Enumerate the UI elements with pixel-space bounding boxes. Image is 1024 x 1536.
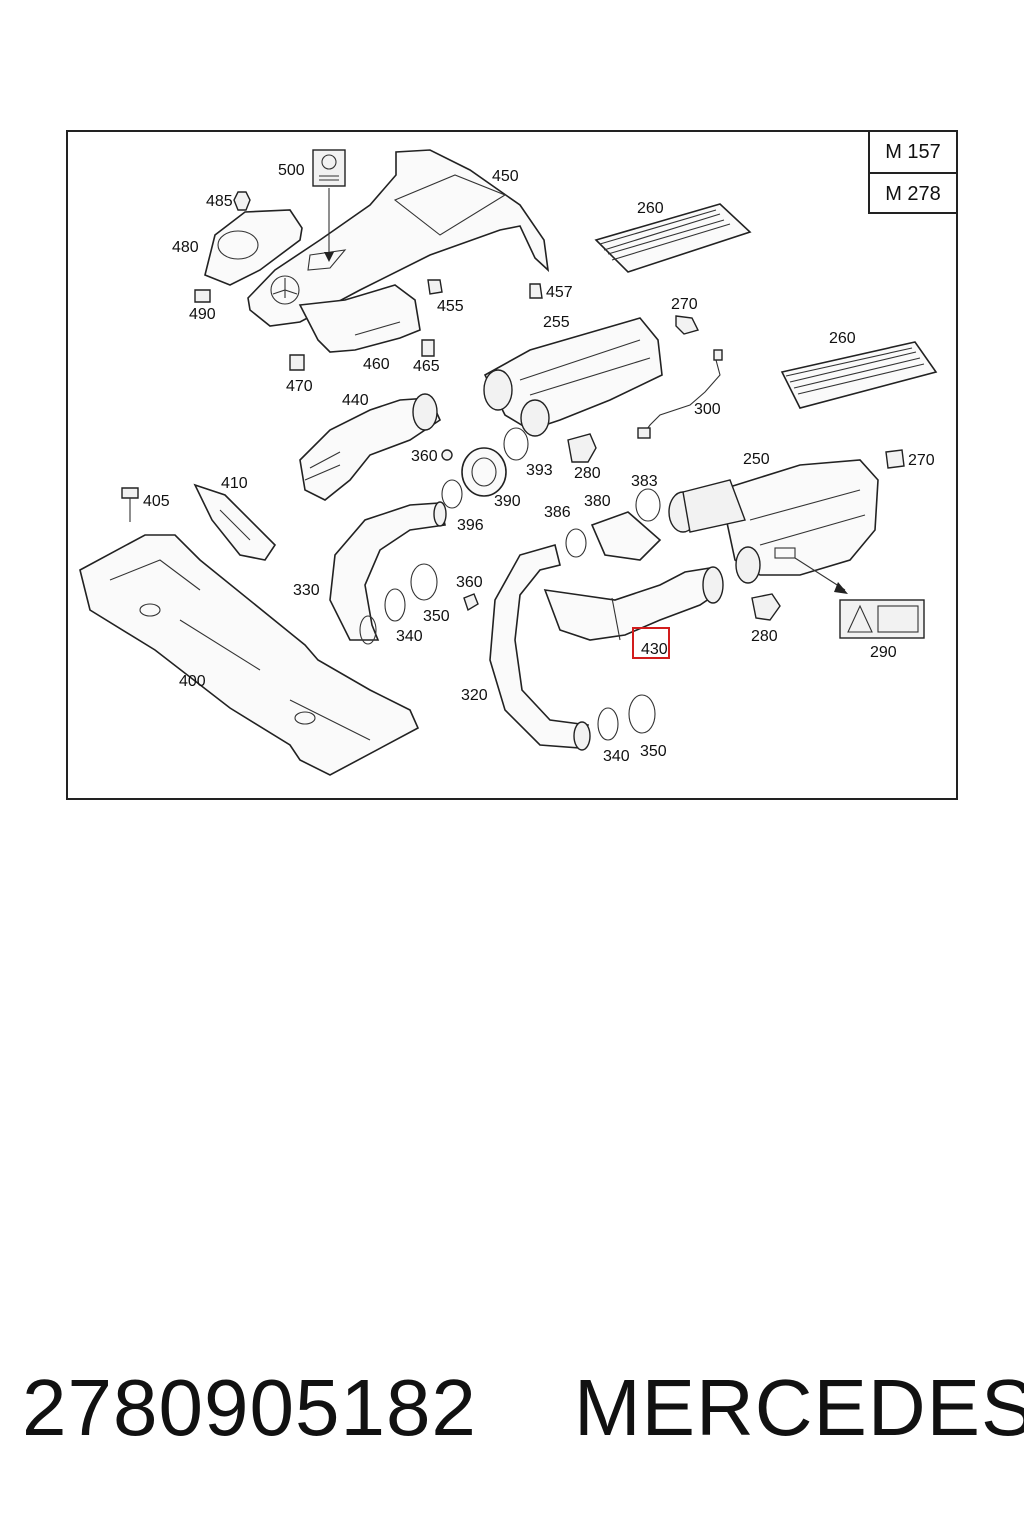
- callout-386: 386: [544, 504, 571, 521]
- callout-457: 457: [546, 284, 573, 301]
- callout-270-upper: 270: [671, 296, 698, 313]
- callout-440: 440: [342, 392, 369, 409]
- callout-400: 400: [179, 673, 206, 690]
- callout-270-lower: 270: [908, 452, 935, 469]
- callout-490: 490: [189, 306, 216, 323]
- callout-470: 470: [286, 378, 313, 395]
- cover-bracket-part[interactable]: [194, 191, 303, 303]
- callout-350-right: 350: [640, 743, 667, 760]
- sensor-part[interactable]: [675, 315, 905, 469]
- callout-390: 390: [494, 493, 521, 510]
- intake-hose-part[interactable]: [329, 501, 447, 641]
- support-bracket-part[interactable]: [193, 483, 277, 561]
- hose-clamp-parts[interactable]: [359, 563, 438, 645]
- callout-300: 300: [694, 401, 721, 418]
- callout-280-upper: 280: [574, 465, 601, 482]
- wiring-harness-part[interactable]: [637, 349, 723, 439]
- callout-255: 255: [543, 314, 570, 331]
- intake-duct-cover-part[interactable]: [298, 284, 421, 353]
- callout-455: 455: [437, 298, 464, 315]
- callout-280-lower: 280: [751, 628, 778, 645]
- callout-485: 485: [206, 193, 233, 210]
- callout-260-upper: 260: [637, 200, 664, 217]
- engine-code-m278: M 278: [870, 172, 956, 214]
- callout-340-left: 340: [396, 628, 423, 645]
- air-filter-housing-part[interactable]: [483, 317, 663, 437]
- callout-330: 330: [293, 582, 320, 599]
- callout-360-upper: 360: [411, 448, 438, 465]
- callout-383: 383: [631, 473, 658, 490]
- brand-name: MERCEDES: [574, 1363, 1024, 1452]
- air-filter-housing-part-2[interactable]: [668, 459, 879, 594]
- callout-450: 450: [492, 168, 519, 185]
- callout-290: 290: [870, 644, 897, 661]
- intake-hose-part-2[interactable]: [489, 544, 591, 751]
- air-filter-part-upper[interactable]: [594, 203, 752, 273]
- callout-460: 460: [363, 356, 390, 373]
- air-mass-sensor-part[interactable]: [441, 427, 529, 509]
- callout-260-lower: 260: [829, 330, 856, 347]
- callout-430: 430: [641, 641, 668, 658]
- callout-250: 250: [743, 451, 770, 468]
- mounting-bracket-part[interactable]: [567, 433, 781, 621]
- callout-480: 480: [172, 239, 199, 256]
- callout-393: 393: [526, 462, 553, 479]
- callout-340-right: 340: [603, 748, 630, 765]
- callout-405: 405: [143, 493, 170, 510]
- intake-pipe-part-430[interactable]: [543, 566, 724, 641]
- connector-parts[interactable]: [565, 488, 662, 561]
- warning-label-part[interactable]: [312, 149, 346, 262]
- intake-duct-part[interactable]: [299, 393, 442, 501]
- warning-sticker-part[interactable]: [839, 599, 925, 639]
- product-caption: 2780905182 MERCEDES: [0, 1362, 1024, 1472]
- nut-part[interactable]: [463, 593, 479, 612]
- engine-code-table: M 157 M 278: [868, 132, 956, 214]
- intake-tray-part[interactable]: [79, 534, 420, 776]
- callout-320: 320: [461, 687, 488, 704]
- callout-360-lower: 360: [456, 574, 483, 591]
- callout-465: 465: [413, 358, 440, 375]
- engine-code-m157: M 157: [885, 141, 941, 163]
- callout-410: 410: [221, 475, 248, 492]
- callout-396: 396: [457, 517, 484, 534]
- hose-clamp-parts-2[interactable]: [597, 694, 656, 741]
- part-number: 2780905182: [22, 1363, 477, 1452]
- highlight-box-430: [632, 627, 670, 659]
- callout-350-left: 350: [423, 608, 450, 625]
- clip-parts[interactable]: [289, 279, 543, 371]
- bolt-part[interactable]: [121, 487, 139, 522]
- air-filter-part-lower[interactable]: [780, 341, 938, 409]
- callout-500: 500: [278, 162, 305, 179]
- callout-380: 380: [584, 493, 611, 510]
